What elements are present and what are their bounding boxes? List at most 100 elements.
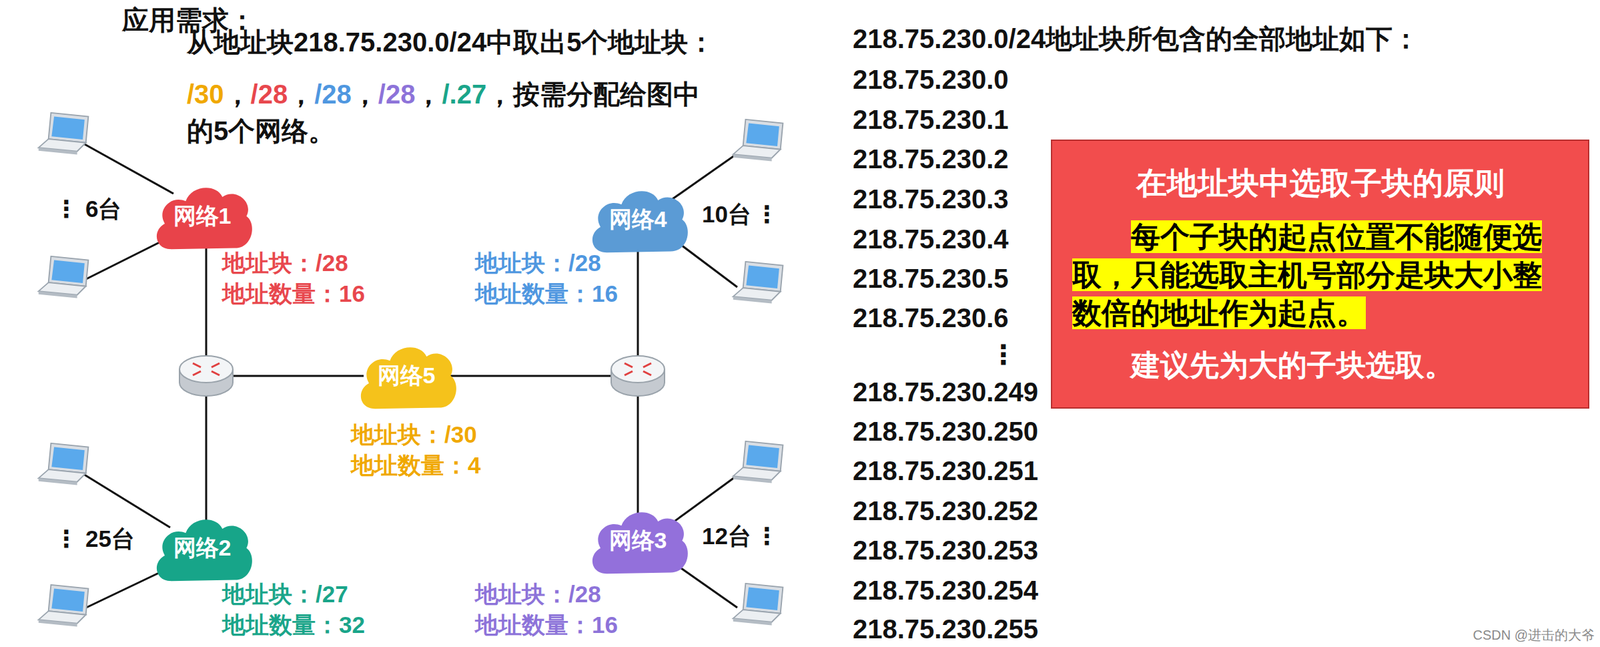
address-item: 218.75.230.5	[852, 263, 1009, 293]
network-cloud: 网络4	[585, 184, 691, 256]
ellipsis: ⋮	[755, 522, 779, 549]
text-line: 25台	[85, 525, 135, 552]
text-line: 218.75.230.252	[852, 495, 1039, 526]
address-count: 地址数量：4	[350, 451, 481, 478]
text-line: ⋮	[54, 525, 79, 552]
block-size: 地址块：/27	[222, 580, 349, 607]
requirement-text: ，	[287, 79, 315, 109]
text-line: 10台	[701, 200, 752, 228]
ellipsis: ⋮	[990, 339, 1017, 369]
text-line: 地址块：/27	[222, 580, 349, 608]
box-text-row: 建议先为大的子块选取。	[1072, 345, 1568, 384]
network-name: 网络5	[377, 360, 436, 391]
block-size: 地址块：/30	[350, 421, 478, 448]
wire	[83, 236, 171, 281]
wire	[83, 473, 171, 528]
address-item: 218.75.230.2	[852, 144, 1009, 174]
text-line: 218.75.230.3	[852, 183, 1009, 215]
address-item: 218.75.230.255	[852, 613, 1039, 644]
laptop-icon	[38, 584, 89, 627]
text-line: ⋮	[755, 200, 779, 228]
text-line: /30，/28，/28，/28，/.27，按需分配给图中	[186, 78, 700, 110]
cloud-outline	[156, 187, 252, 249]
wire	[450, 374, 614, 377]
address-count: 地址数量：32	[222, 611, 365, 638]
highlighted-rule: 每个子块的起点位置不能随便选取，只能选取主机号部分是块大小整数倍的地址作为起点。	[1072, 220, 1542, 329]
requirement-text: ，	[351, 79, 379, 109]
wire	[637, 246, 640, 364]
requirement-text: /28	[250, 79, 289, 109]
ellipsis: ⋮	[54, 195, 79, 222]
cloud-outline	[360, 346, 456, 409]
wire	[670, 153, 738, 201]
laptop-icon	[38, 112, 89, 155]
cloud-outline	[591, 190, 688, 253]
text-line: 218.75.230.254	[852, 574, 1039, 606]
box-text-row: 每个子块的起点位置不能随便选取，只能选取主机号部分是块大小整数倍的地址作为起点。	[1072, 217, 1568, 333]
requirement-text: ，	[486, 79, 514, 109]
wire	[205, 240, 208, 364]
wire	[83, 143, 174, 194]
requirement-text: /28	[378, 79, 416, 109]
block-size: 地址块：/28	[222, 249, 349, 276]
text-line: 从地址块218.75.230.0/24中取出5个地址块：	[186, 26, 715, 58]
text-line: 地址数量：16	[475, 611, 618, 638]
text-line: 218.75.230.249	[852, 376, 1039, 408]
address-item: 218.75.230.252	[852, 495, 1039, 526]
text-line: 地址块：/28	[475, 249, 602, 277]
address-item: 218.75.230.6	[852, 302, 1009, 333]
cloud-outline	[156, 519, 252, 581]
ellipsis: ⋮	[54, 525, 79, 552]
network-cloud: 网络2	[150, 512, 255, 584]
text-line: 218.75.230.1	[852, 104, 1009, 135]
address-item: 218.75.230.3	[852, 184, 1009, 214]
address-list-heading: 218.75.230.0/24地址块所包含的全部地址如下：	[852, 24, 1420, 54]
cloud-outline	[591, 511, 688, 574]
address-item: 218.75.230.1	[852, 104, 1009, 135]
requirement-text: ，	[415, 79, 442, 109]
host-count: 10台	[701, 200, 752, 227]
text-line: 地址块：/28	[222, 249, 349, 277]
text-line: 218.75.230.251	[852, 455, 1039, 486]
text-line: 地址数量：16	[475, 280, 618, 307]
text-line: ⋮	[990, 338, 1017, 370]
text-line: ⋮	[755, 522, 779, 550]
requirement-text: /30	[186, 79, 225, 109]
text-line: 地址数量：16	[222, 280, 365, 307]
laptop-icon	[733, 119, 784, 162]
address-count: 地址数量：16	[222, 280, 365, 307]
text-line: 地址数量：32	[222, 611, 365, 638]
laptop-icon	[38, 443, 89, 486]
text-line: 地址块：/28	[475, 580, 602, 608]
text-line: 218.75.230.0	[852, 64, 1009, 95]
laptop-icon	[38, 256, 89, 299]
network-cloud: 网络1	[150, 180, 255, 253]
block-size: 地址块：/28	[475, 249, 602, 276]
address-item: 218.75.230.253	[852, 535, 1039, 565]
text-line: 218.75.230.255	[852, 613, 1039, 644]
wire	[83, 567, 171, 609]
address-item: 218.75.230.251	[852, 455, 1039, 486]
network-cloud: 网络3	[585, 505, 691, 577]
requirement-text: 按需分配给图中	[513, 79, 700, 109]
wire	[230, 374, 364, 377]
network-name: 网络3	[609, 525, 668, 556]
text-line: 218.75.230.253	[852, 534, 1039, 566]
text-line: 12台	[701, 522, 752, 550]
text-line: 218.75.230.2	[852, 143, 1009, 175]
text-line: 218.75.230.6	[852, 302, 1009, 333]
router-icon	[611, 355, 665, 396]
requirement-text: 从地址块218.75.230.0/24中取出5个地址块：	[186, 27, 715, 57]
network-name: 网络2	[173, 532, 232, 564]
wire	[637, 390, 640, 518]
network-name: 网络1	[173, 200, 232, 232]
laptop-icon	[733, 441, 784, 484]
requirement-text: ，	[224, 79, 251, 109]
text-line: 218.75.230.250	[852, 415, 1039, 447]
host-count: 6台	[85, 195, 122, 222]
address-item: 218.75.230.4	[852, 224, 1009, 254]
text-line: ⋮	[54, 195, 79, 223]
network-name: 网络4	[609, 204, 668, 235]
text-line: 218.75.230.4	[852, 223, 1009, 255]
